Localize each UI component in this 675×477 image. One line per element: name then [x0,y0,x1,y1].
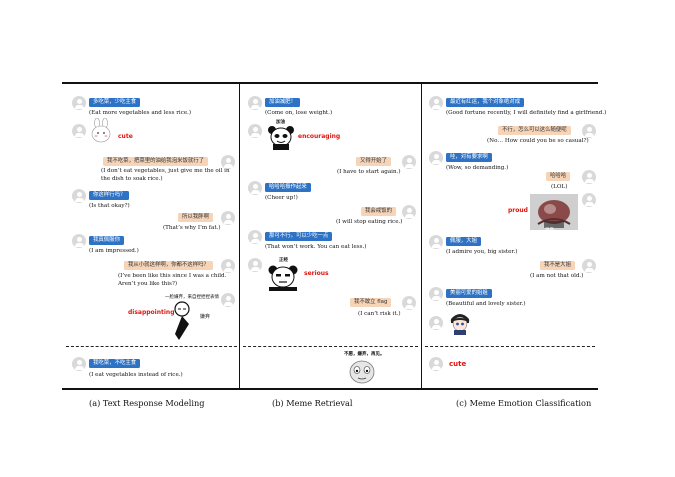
message-bubble: 哇，对有要求啊 [446,153,492,162]
user-avatar [248,124,262,138]
encouraging-panda-meme [268,126,294,150]
user-avatar [221,155,235,169]
meme-caption-text: 一脸嫌弃，来自捏捏捏表情 [165,295,219,300]
emotion-label-cute-query: cute [449,360,467,368]
message-bubble: 你这样行吗？ [89,191,130,200]
user-avatar [248,258,262,272]
meme-caption-text: 骄傲 [545,228,554,233]
user-avatar [248,181,262,195]
user-avatar [402,296,416,310]
cute-bunny-meme [91,118,111,143]
user-avatar [221,259,235,273]
message-bubble: 加油减肥！ [265,98,300,107]
emotion-label-encouraging: encouraging [298,133,341,140]
query-translation-text: (I eat vegetables instead of rice.) [89,372,183,378]
user-avatar [582,170,596,184]
translation-text: (I’ve been like this since I was a child… [118,273,227,279]
emotion-label-disappointing: disappointing [128,309,175,316]
user-avatar [72,357,86,371]
meme-caption-text: 加油 [276,120,285,125]
message-bubble: 我不是大姐 [540,261,575,270]
user-avatar [429,316,443,330]
column-divider-1 [239,82,240,388]
message-bubble: 我不敢立 flag [350,298,392,307]
translation-text: (Good fortune recently, I will definitel… [446,110,607,116]
message-bubble: 又得开始了 [356,157,391,166]
meme-side-text: 嫌弃 [200,314,211,320]
user-avatar [582,193,596,207]
serious-panda-meme [268,265,298,291]
column-divider-2 [421,82,422,388]
user-avatar [402,155,416,169]
translation-text: Aren’t you like this?) [118,281,178,287]
user-avatar [429,151,443,165]
caption-meme-emotion-classification: (c) Meme Emotion Classification [456,398,592,408]
user-avatar [221,293,235,307]
disappointing-meme [174,301,190,340]
translation-text: (I am not that old.) [530,273,584,279]
message-bubble: 多吃菜，少吃主食 [89,98,141,107]
message-bubble: 佩服，大姐 [446,237,481,246]
message-bubble: 我会戒饭的 [361,207,396,216]
meme-caption-text: 正经 [279,258,288,263]
message-bubble: 那可不行。可以少吃一点 [265,232,333,241]
dashed-separator-2 [243,346,418,347]
message-bubble: 不行，怎么可以这么随便呢 [498,126,571,135]
message-bubble: 哈哈哈振作起来 [265,183,311,192]
message-bubble: 最近有红运，我个对象绝对成 [446,98,525,107]
user-avatar [582,124,596,138]
user-avatar [429,235,443,249]
message-bubble: 我从小就这样啊，你都不这样吗？ [124,261,213,270]
query-meme-face [349,360,375,384]
translation-text: (Wow, so demanding.) [446,165,509,171]
top-rule [62,82,598,84]
emotion-label-serious: serious [304,270,329,277]
bottom-rule [62,388,598,390]
user-avatar [248,230,262,244]
user-avatar [429,287,443,301]
translation-text: (Eat more vegetables and less rice.) [89,110,192,116]
emotion-label-cute: cute [118,133,133,140]
user-avatar [72,96,86,110]
message-bubble: 哈哈哈 [546,172,571,181]
message-bubble: 我真佩服你 [89,236,124,245]
translation-text: (Is that okay?) [89,203,130,209]
translation-text: (Come on, lose weight.) [265,110,333,116]
dashed-separator-3 [425,346,595,347]
message-bubble: 我不吃菜，把菜里的油给我泡米饭就行了 [103,157,209,166]
translation-text: (Cheer up!) [265,195,298,201]
user-avatar [429,96,443,110]
query-message-bubble: 我吃菜，不吃主食 [89,359,141,368]
translation-text: the dish to soak rice.) [101,176,163,182]
cute-girl-meme [450,314,470,335]
query-meme-text: 不愿，嫌弃，再见。 [344,352,385,357]
emotion-label-proud: proud [508,207,528,214]
translation-text: (That won’t work. You can eat less.) [265,244,367,250]
user-avatar [221,211,235,225]
translation-text: (I don’t eat vegetables, just give me th… [101,168,230,174]
user-avatar [72,189,86,203]
translation-text: (I have to start again.) [337,169,401,175]
translation-text: (I will stop eating rice.) [336,219,403,225]
dashed-separator-1 [66,346,237,347]
translation-text: (That’s why I’m fat.) [163,225,221,231]
translation-text: (No… How could you be so casual?) [487,138,589,144]
translation-text: (Beautiful and lovely sister.) [446,301,526,307]
translation-text: (I am impressed.) [89,248,139,254]
translation-text: (LOL) [551,184,568,190]
user-avatar [72,124,86,138]
caption-meme-retrieval: (b) Meme Retrieval [272,398,353,408]
message-bubble: 所以我胖啊 [178,213,213,222]
caption-text-response-modeling: (a) Text Response Modeling [89,398,205,408]
user-avatar [429,357,443,371]
user-avatar [248,96,262,110]
user-avatar [402,205,416,219]
proud-cat-meme [530,194,578,230]
translation-text: (I admire you, big sister.) [446,249,518,255]
user-avatar [72,234,86,248]
user-avatar [582,259,596,273]
translation-text: (I can’t risk it.) [358,311,401,317]
message-bubble: 美丽可爱的姐姐 [446,289,492,298]
